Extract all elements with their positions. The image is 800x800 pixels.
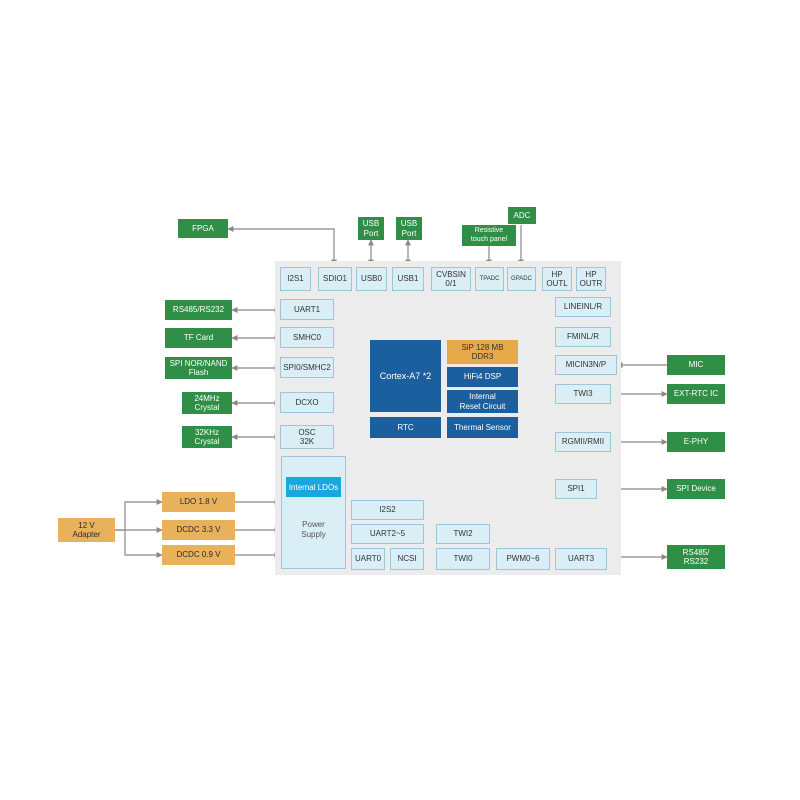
adc-box: ADC <box>508 207 536 224</box>
usb-port-box-2: USB Port <box>396 217 422 240</box>
block-rgmii-rmii: RGMII/RMII <box>555 432 611 452</box>
block-sdio1: SDIO1 <box>318 267 352 291</box>
block-linein: LINEINL/R <box>555 297 611 317</box>
block-uart1: UART1 <box>280 299 334 320</box>
block-sip-ddr3: SiP 128 MB DDR3 <box>447 340 518 364</box>
block-gpadc: GPADC <box>507 267 536 291</box>
adapter-12v-box: 12 V Adapter <box>58 518 115 542</box>
block-spi0-smhc2: SPI0/SMHC2 <box>280 357 334 378</box>
dcdc-0v9-box: DCDC 0.9 V <box>162 545 235 565</box>
crystal-32khz-box: 32KHz Crystal <box>182 426 232 448</box>
block-internal-ldos: Internal LDOs <box>286 477 341 497</box>
power-supply-label: Power Supply <box>301 520 326 540</box>
block-internal-reset: Internal Reset Circuit <box>447 390 518 413</box>
block-fmin: FMINL/R <box>555 327 611 347</box>
rs485-rs232-right-box: RS485/ RS232 <box>667 545 725 569</box>
ext-rtc-box: EXT-RTC IC <box>667 384 725 404</box>
resistive-touch-box: Resistive touch panel <box>462 225 516 246</box>
block-usb1: USB1 <box>392 267 424 291</box>
arrow-fpga-sdio1 <box>227 226 337 266</box>
tf-card-box: TF Card <box>165 328 232 348</box>
usb-port-box-1: USB Port <box>358 217 384 240</box>
rs485-rs232-left-box: RS485/RS232 <box>165 300 232 320</box>
block-i2s1: I2S1 <box>280 267 311 291</box>
block-uart3: UART3 <box>555 548 607 570</box>
block-twi3: TWI3 <box>555 384 611 404</box>
block-rtc: RTC <box>370 417 441 438</box>
block-micin3: MICIN3N/P <box>555 355 617 375</box>
ldo-1v8-box: LDO 1.8 V <box>162 492 235 512</box>
block-spi1: SPI1 <box>555 479 597 499</box>
block-dcxo: DCXO <box>280 392 334 413</box>
arrow-adapter-dcdc09 <box>124 530 163 558</box>
block-uart2-5: UART2~5 <box>351 524 424 544</box>
arrow-adapter-ldo <box>115 499 163 531</box>
spi-device-box: SPI Device <box>667 479 725 499</box>
block-uart0: UART0 <box>351 548 385 570</box>
block-cvbsin: CVBSIN 0/1 <box>431 267 471 291</box>
block-ncsi: NCSI <box>390 548 424 570</box>
block-i2s2: I2S2 <box>351 500 424 520</box>
fpga-box: FPGA <box>178 219 228 238</box>
block-power-supply <box>281 456 346 569</box>
dcdc-3v3-box: DCDC 3.3 V <box>162 520 235 540</box>
block-twi2: TWI2 <box>436 524 490 544</box>
block-hp-outr: HP OUTR <box>576 267 606 291</box>
block-twi0: TWI0 <box>436 548 490 570</box>
block-cortex-a7: Cortex-A7 *2 <box>370 340 441 412</box>
block-osc-32k: OSC 32K <box>280 425 334 449</box>
block-hp-outl: HP OUTL <box>542 267 572 291</box>
block-pwm0-6: PWM0~6 <box>496 548 550 570</box>
block-smhc0: SMHC0 <box>280 327 334 348</box>
block-usb0: USB0 <box>356 267 387 291</box>
crystal-24mhz-box: 24MHz Crystal <box>182 392 232 414</box>
block-thermal-sensor: Thermal Sensor <box>447 417 518 438</box>
ephy-box: E-PHY <box>667 432 725 452</box>
block-tpadc: TPADC <box>475 267 504 291</box>
block-hifi4-dsp: HiFi4 DSP <box>447 367 518 387</box>
spi-nor-nand-box: SPI NOR/NAND Flash <box>165 357 232 379</box>
mic-box: MIC <box>667 355 725 375</box>
